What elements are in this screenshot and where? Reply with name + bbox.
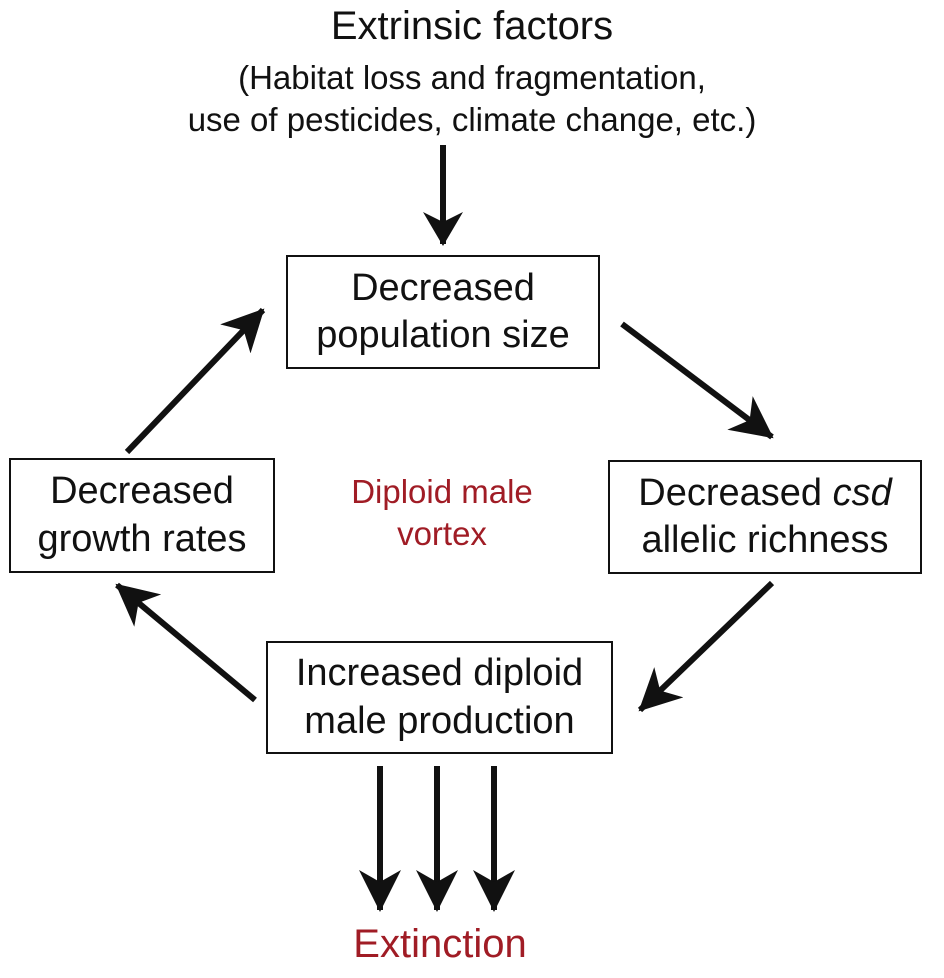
center-label-line-1: Diploid male — [351, 473, 533, 510]
extrinsic-factors-title: Extrinsic factors — [330, 4, 614, 48]
arrow-csd-to-diploid-production — [637, 580, 775, 713]
node-decreased-growth-rates: Decreased growth rates — [9, 458, 275, 573]
node-csd-line-1-prefix: Decreased — [638, 471, 833, 514]
node-increased-diploid-male-production: Increased diploid male production — [266, 641, 613, 754]
node-decreased-population-size: Decreased population size — [286, 255, 600, 369]
node-csd-line-1: Decreased csd — [638, 470, 891, 518]
node-decreased-csd-allelic-richness: Decreased csd allelic richness — [608, 460, 922, 574]
node-diploid-production-line-1: Increased diploid — [295, 652, 584, 694]
extinction-label: Extinction — [353, 922, 527, 966]
arrow-diploid-production-to-growth — [115, 582, 257, 703]
extrinsic-factors-line-1: (Habitat loss and fragmentation, — [238, 59, 706, 96]
center-label-line-2: vortex — [397, 515, 487, 552]
node-growth-line-2: growth rates — [37, 517, 247, 560]
arrow-growth-to-population — [124, 307, 266, 455]
node-population-line-2: population size — [316, 314, 570, 356]
node-population-line-1: Decreased — [351, 266, 535, 309]
arrow-population-to-csd — [620, 321, 774, 440]
node-csd-line-2: allelic richness — [641, 519, 889, 561]
node-csd-line-1-italic: csd — [832, 471, 892, 514]
node-growth-line-1: Decreased — [50, 470, 234, 512]
extrinsic-factors-line-2: use of pesticides, climate change, etc.) — [187, 101, 757, 138]
node-diploid-production-line-2: male production — [304, 699, 575, 742]
